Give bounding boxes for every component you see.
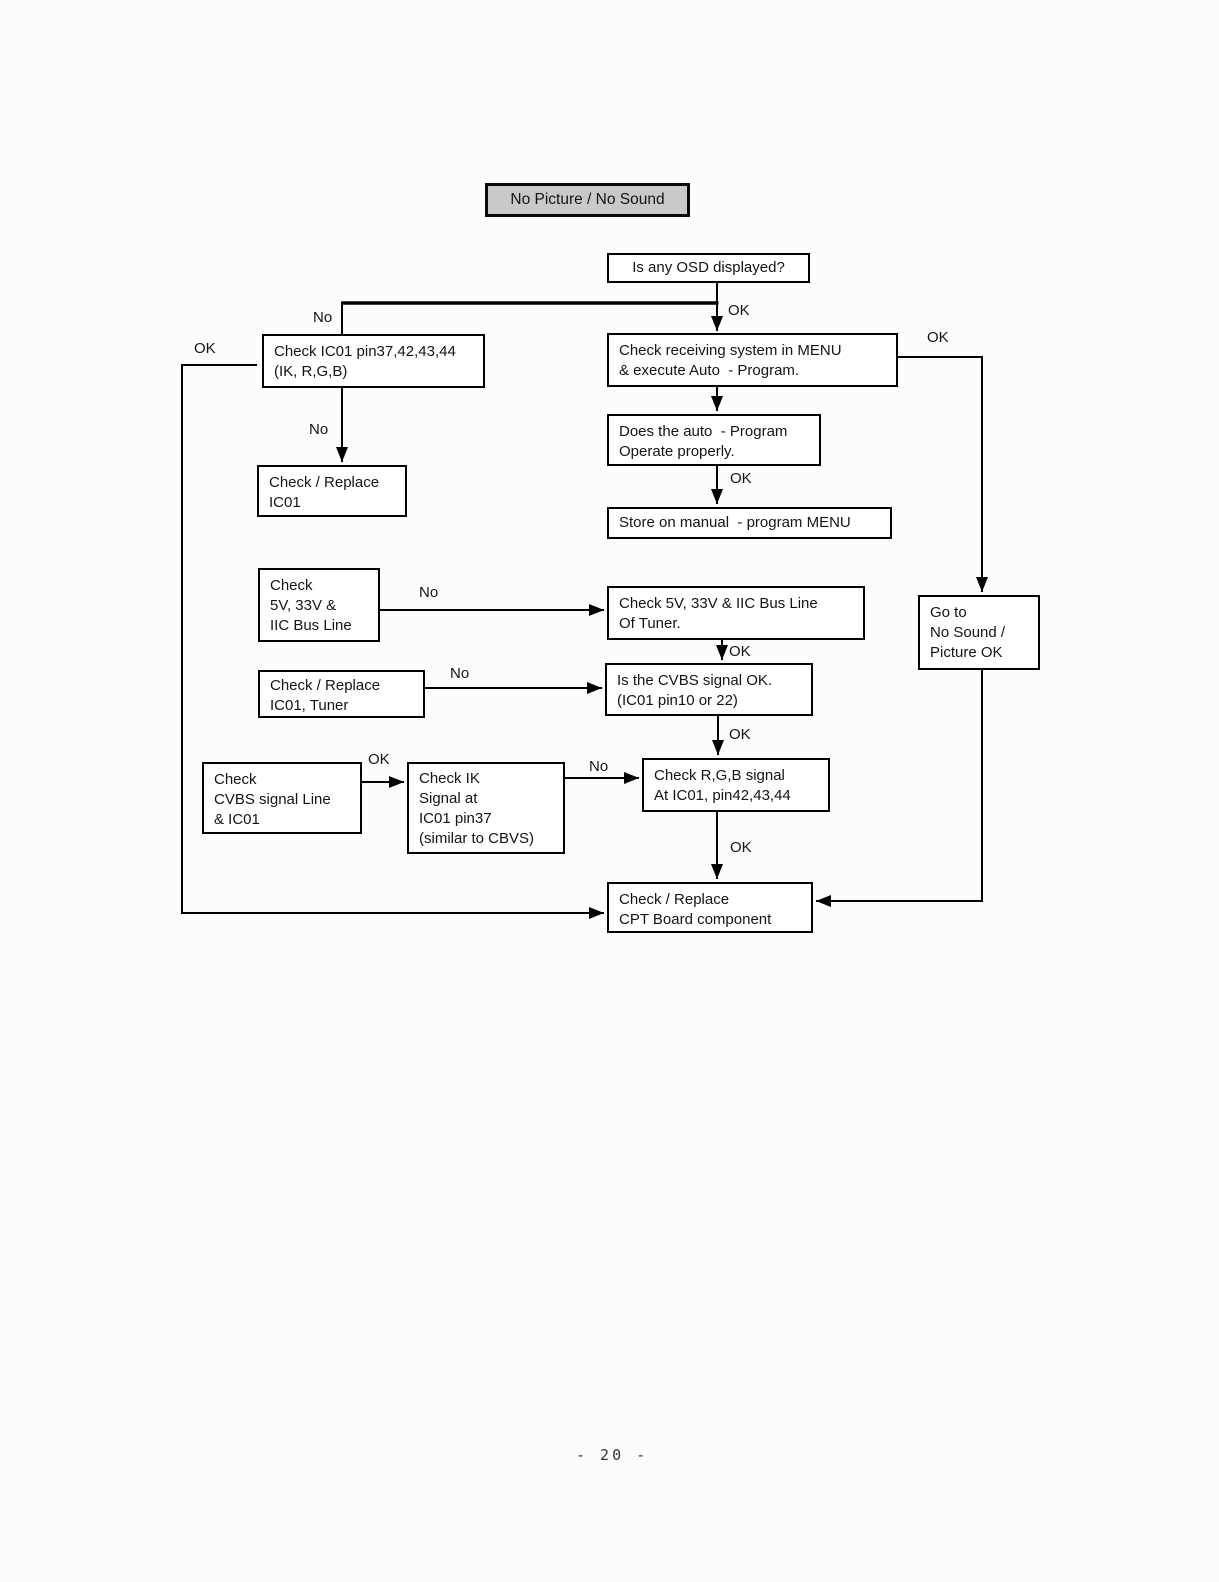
node-check-ik-signal: Check IK Signal at IC01 pin37 (similar t…	[407, 762, 565, 854]
node-text-line: (IK, R,G,B)	[274, 363, 348, 380]
node-text-line: IC01 pin37	[419, 810, 492, 827]
node-check-5v-tuner: Check 5V, 33V & IIC Bus Line Of Tuner.	[607, 586, 865, 640]
node-text-line: Signal at	[419, 790, 478, 807]
branch-label-no: No	[450, 665, 470, 682]
node-is-cvbs-signal-ok: Is the CVBS signal OK. (IC01 pin10 or 22…	[605, 663, 813, 716]
branch-label-no: No	[419, 584, 439, 601]
node-text-line: Of Tuner.	[619, 615, 681, 632]
node-text-line: 5V, 33V &	[270, 597, 337, 614]
page-number: - 20 -	[576, 1446, 649, 1464]
node-text-line: IC01	[269, 494, 301, 511]
node-text-line: Check IC01 pin37,42,43,44	[274, 343, 456, 360]
node-text-line: Operate properly.	[619, 443, 735, 460]
node-text-line: Is the CVBS signal OK.	[617, 672, 773, 689]
branch-label-ok: OK	[730, 839, 752, 856]
branch-label-no: No	[313, 309, 333, 326]
node-text-line: Check	[270, 577, 313, 594]
node-text-line: Check / Replace	[269, 474, 380, 491]
node-text: No Picture / No Sound	[510, 191, 665, 208]
connector-ic01-ok-left-rail	[181, 364, 604, 919]
node-text-line: Check IK	[419, 770, 480, 787]
node-text-line: Store on manual - program MENU	[619, 514, 851, 531]
node-check-replace-ic01: Check / Replace IC01	[257, 465, 407, 517]
connector-receiving-ok-right-rail	[898, 356, 988, 592]
node-text-line: & IC01	[214, 811, 260, 828]
node-text-line: IIC Bus Line	[270, 617, 352, 634]
branch-label-ok: OK	[730, 470, 752, 487]
node-check-ic01-pins: Check IC01 pin37,42,43,44 (IK, R,G,B)	[262, 334, 485, 388]
branch-label-ok: OK	[729, 643, 751, 660]
branch-label-no: No	[589, 758, 609, 775]
node-text-line: Check 5V, 33V & IIC Bus Line	[619, 595, 818, 612]
node-text-line: IC01, Tuner	[270, 697, 349, 714]
branch-label-no: No	[309, 421, 329, 438]
node-check-cvbs-signal-line: Check CVBS signal Line & IC01	[202, 762, 362, 834]
node-goto-no-sound-picture-ok: Go to No Sound / Picture OK	[918, 595, 1040, 670]
node-text-line: Check	[214, 771, 257, 788]
node-check-receiving-system: Check receiving system in MENU & execute…	[607, 333, 898, 387]
branch-label-ok: OK	[927, 329, 949, 346]
node-check-replace-ic01-tuner: Check / Replace IC01, Tuner	[258, 670, 425, 718]
branch-label-ok: OK	[729, 726, 751, 743]
branch-label-ok: OK	[194, 340, 216, 357]
node-text-line: Check / Replace	[270, 677, 381, 694]
node-text-line: Check receiving system in MENU	[619, 342, 842, 359]
node-does-auto-program: Does the auto - Program Operate properly…	[607, 414, 821, 466]
node-text-line: CVBS signal Line	[214, 791, 331, 808]
branch-label-ok: OK	[728, 302, 750, 319]
node-text-line: Picture OK	[930, 644, 1003, 661]
connector-goto-bottom-rail	[816, 670, 983, 907]
node-check-rgb-signal: Check R,G,B signal At IC01, pin42,43,44	[642, 758, 830, 812]
node-text-line: CPT Board component	[619, 911, 772, 928]
node-text: Is any OSD displayed?	[632, 259, 785, 276]
node-text-line: Does the auto - Program	[619, 423, 788, 440]
node-text-line: At IC01, pin42,43,44	[654, 787, 791, 804]
node-text-line: Check / Replace	[619, 891, 730, 908]
node-no-picture-no-sound: No Picture / No Sound	[485, 183, 690, 217]
node-text-line: Check R,G,B signal	[654, 767, 785, 784]
node-store-manual-program: Store on manual - program MENU	[607, 507, 892, 539]
node-is-any-osd-displayed: Is any OSD displayed?	[607, 253, 810, 283]
node-text-line: No Sound /	[930, 624, 1006, 641]
node-check-replace-cpt-board: Check / Replace CPT Board component	[607, 882, 813, 933]
node-text-line: (IC01 pin10 or 22)	[617, 692, 738, 709]
node-text-line: Go to	[930, 604, 967, 621]
node-text-line: (similar to CBVS)	[419, 830, 535, 847]
node-check-5v-33v-iic: Check 5V, 33V & IIC Bus Line	[258, 568, 380, 642]
branch-label-ok: OK	[368, 751, 390, 768]
node-text-line: & execute Auto - Program.	[619, 362, 800, 379]
